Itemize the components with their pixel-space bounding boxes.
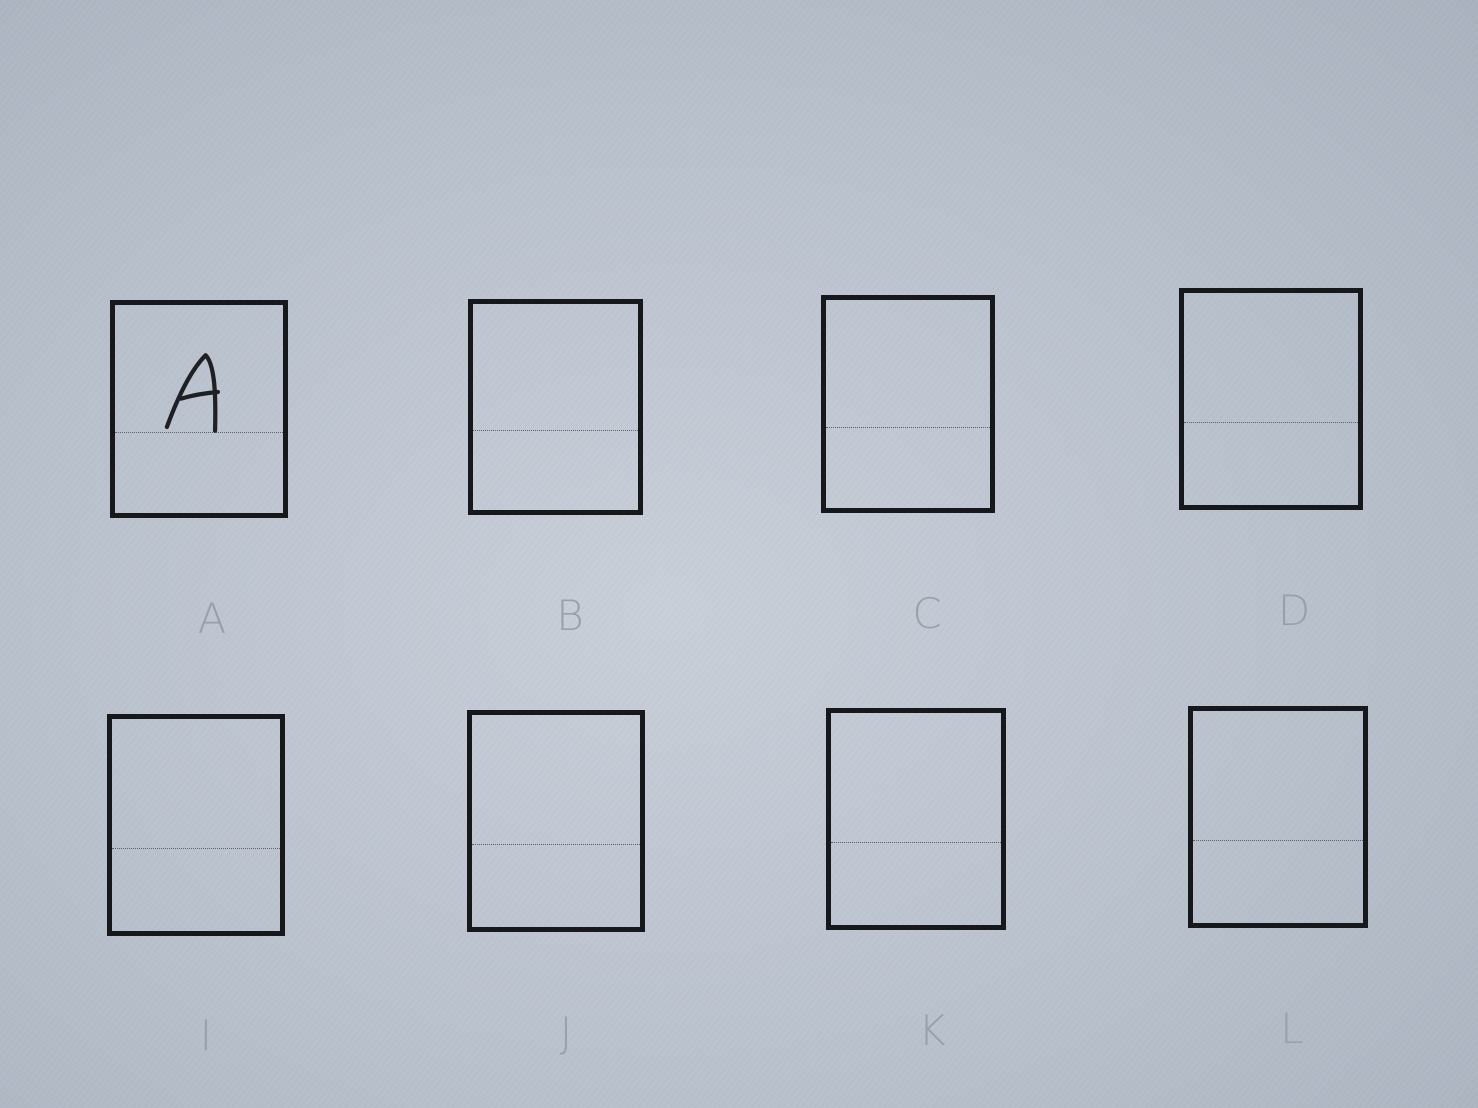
baseline-guide (831, 842, 1001, 844)
baseline-guide (115, 431, 283, 433)
writing-box-d[interactable] (1179, 288, 1363, 510)
writing-box-j[interactable] (467, 710, 645, 932)
handwritten-letter-a (164, 353, 220, 433)
writing-box-l[interactable] (1188, 706, 1368, 928)
card-caption: C (912, 589, 942, 638)
baseline-guide (473, 429, 638, 431)
card-caption: K (918, 1006, 946, 1055)
baseline-guide (1184, 422, 1358, 424)
baseline-guide (826, 426, 990, 428)
card-caption: J (559, 1008, 573, 1057)
card-caption: L (1280, 1004, 1304, 1053)
writing-box-i[interactable] (107, 714, 285, 936)
baseline-guide (472, 844, 640, 846)
writing-box-b[interactable] (468, 299, 643, 515)
card-caption: D (1277, 586, 1311, 635)
baseline-guide (1193, 840, 1363, 842)
writing-box-a[interactable] (110, 300, 288, 518)
writing-box-c[interactable] (821, 295, 995, 513)
card-caption: B (556, 591, 584, 640)
card-caption: I (199, 1011, 213, 1060)
writing-box-k[interactable] (826, 708, 1006, 930)
baseline-guide (112, 848, 280, 850)
card-caption: A (197, 594, 227, 643)
